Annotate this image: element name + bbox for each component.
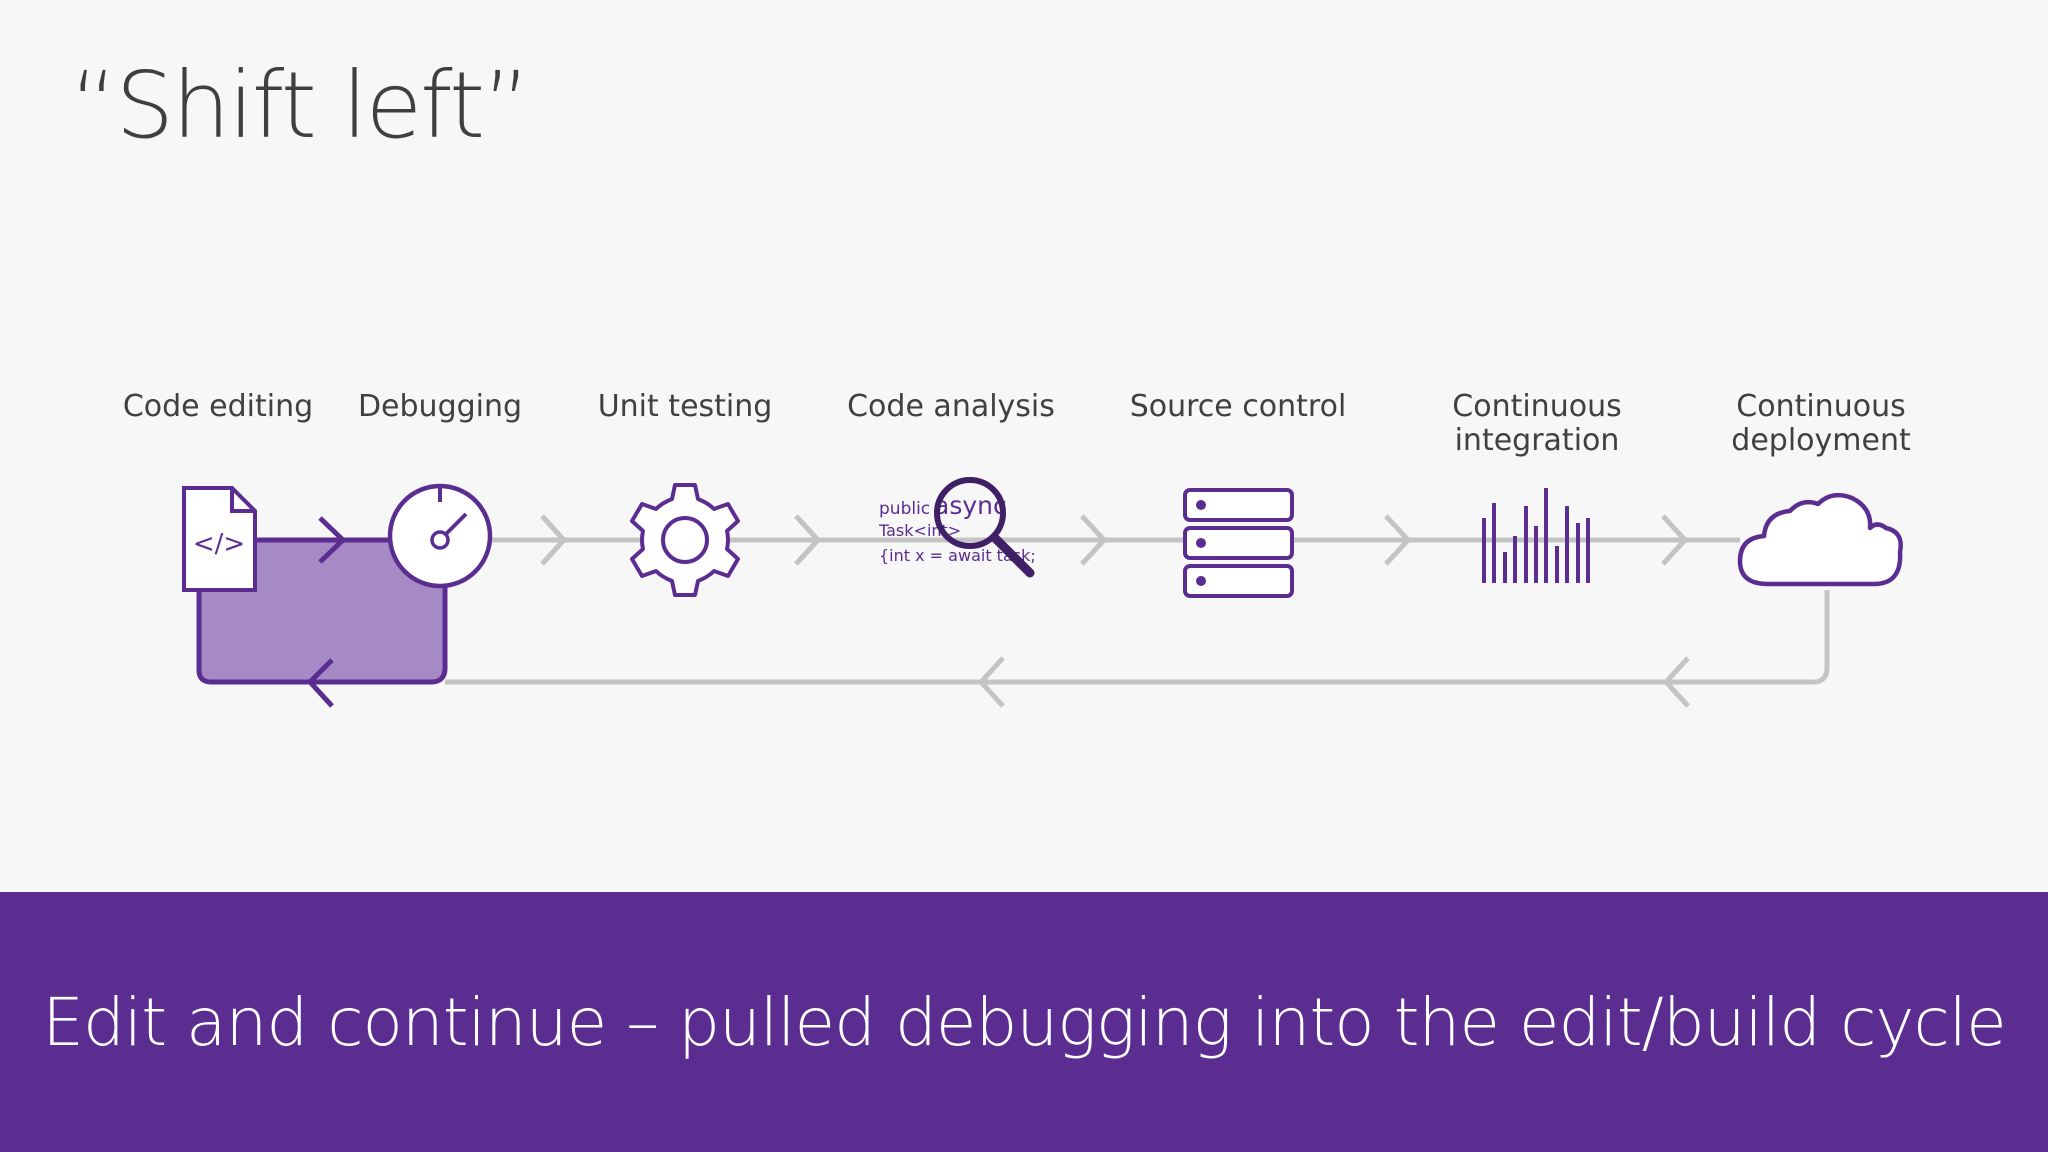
- stage-label-line: Code analysis: [847, 389, 1055, 424]
- stage-label-unit-testing: Unit testing: [598, 390, 773, 424]
- code-snippet-line: public: [879, 499, 930, 519]
- chevron-right-icon: [1661, 514, 1689, 566]
- code-file-icon: </>: [182, 486, 257, 592]
- code-snippet-keyword: async: [934, 491, 1007, 520]
- return-arrows: [977, 656, 1690, 708]
- chevron-right-icon: [318, 516, 347, 564]
- forward-arrows: [540, 514, 1689, 566]
- stage-label-debugging: Debugging: [358, 390, 522, 424]
- chevron-left-icon: [977, 656, 1005, 708]
- pipeline-diagram: </> public async Task<int> {int x = awai…: [182, 477, 1903, 708]
- code-file-glyph: </>: [193, 529, 245, 559]
- stage-label-code-analysis: Code analysis: [847, 390, 1055, 424]
- stage-label-continuous-deployment: Continuous deployment: [1731, 390, 1910, 458]
- stage-label-line: integration: [1454, 423, 1620, 458]
- stage-label-code-editing: Code editing: [123, 390, 313, 424]
- chevron-right-icon: [1384, 514, 1412, 566]
- stage-label-line: Code editing: [122, 389, 314, 424]
- stage-label-line: deployment: [1731, 423, 1911, 458]
- code-snippet-line: {int x = await task;: [879, 546, 1036, 565]
- chevron-right-icon: [1080, 514, 1108, 566]
- stage-label-line: Unit testing: [597, 389, 773, 424]
- stage-label-line: Source control: [1129, 389, 1347, 424]
- stage-label-line: Continuous: [1736, 389, 1906, 424]
- gear-icon: [630, 483, 740, 597]
- stage-label-continuous-integration: Continuous integration: [1452, 390, 1621, 458]
- edit-debug-loop: [196, 537, 448, 685]
- bar-lines-icon: [1482, 488, 1590, 583]
- chevron-right-icon: [794, 514, 822, 566]
- magnifier-icon: public async Task<int> {int x = await ta…: [878, 477, 1036, 578]
- server-stack-icon: [1183, 488, 1294, 598]
- stage-label-source-control: Source control: [1130, 390, 1347, 424]
- stage-label-line: Continuous: [1452, 389, 1622, 424]
- return-loop-line: [445, 590, 1830, 685]
- stage-label-line: Debugging: [357, 389, 523, 424]
- chevron-right-icon: [540, 514, 568, 566]
- chevron-left-icon: [1662, 656, 1690, 708]
- slide-title: “Shift left”: [70, 52, 531, 159]
- bottom-banner: Edit and continue – pulled debugging int…: [0, 892, 2048, 1152]
- banner-text: Edit and continue – pulled debugging int…: [42, 984, 2006, 1061]
- chevron-left-icon: [306, 658, 334, 708]
- cloud-icon: [1737, 492, 1903, 587]
- gauge-icon: [387, 483, 493, 589]
